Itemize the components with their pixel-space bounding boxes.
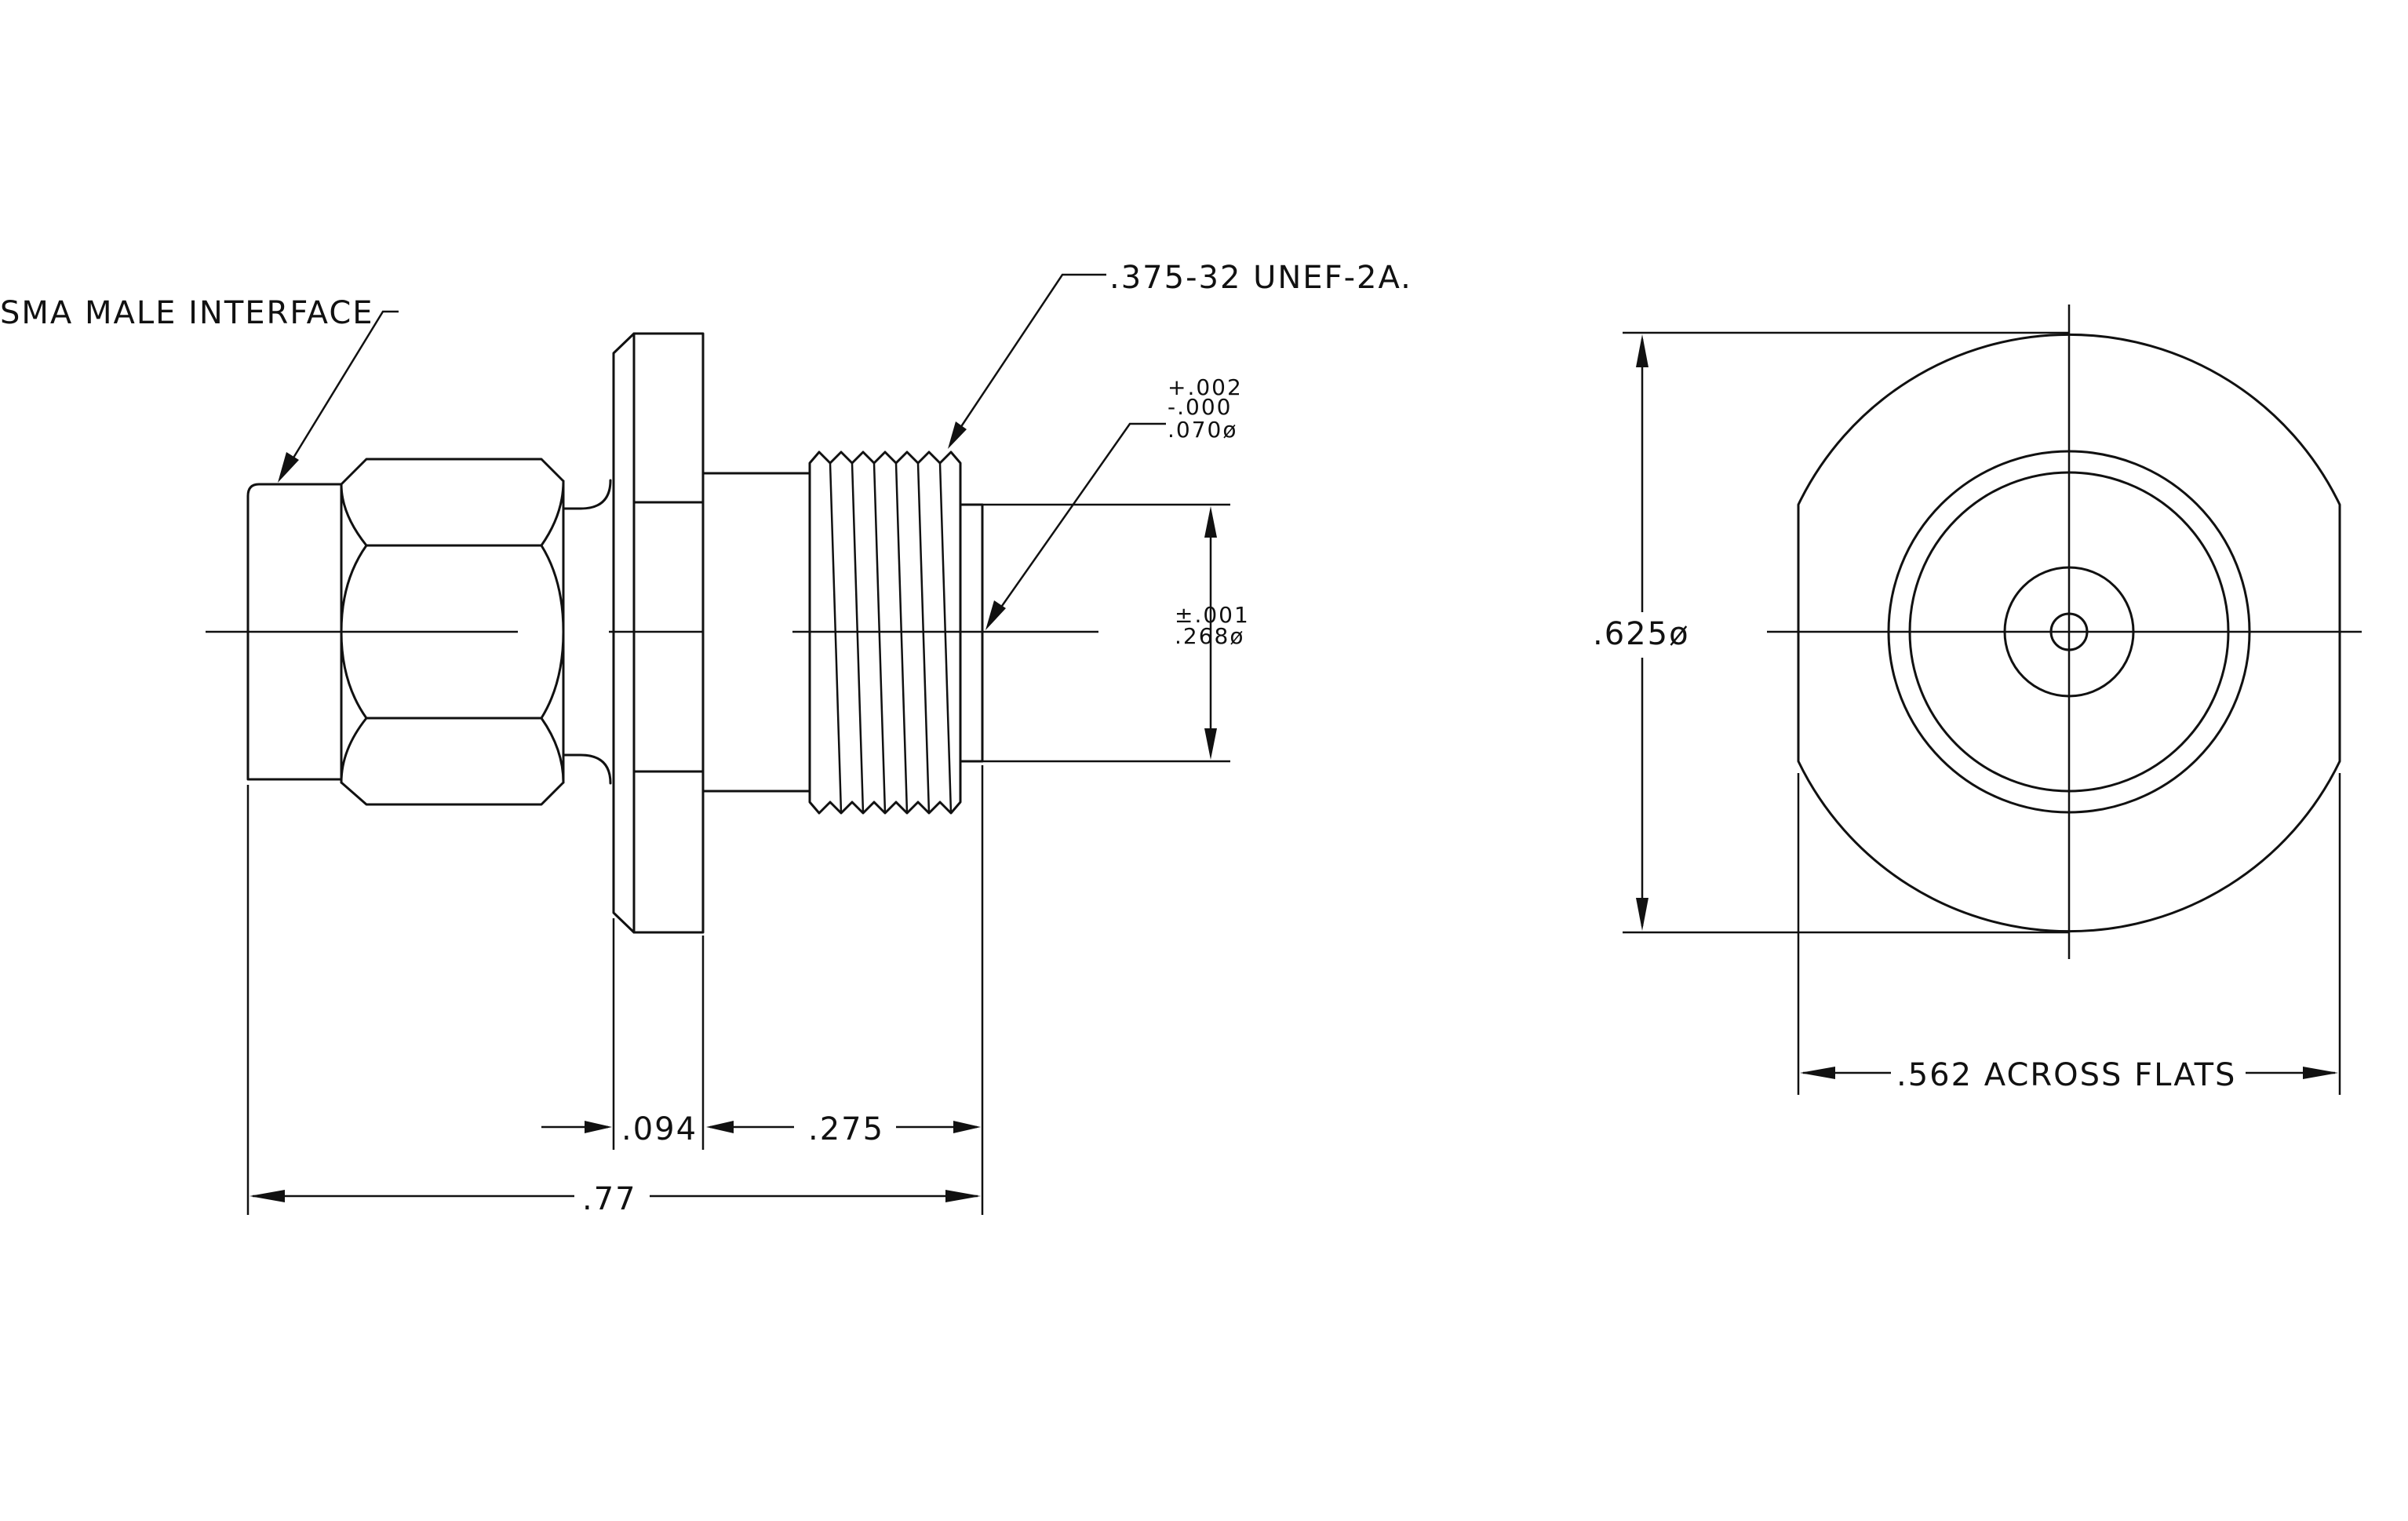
label-hole-tol-plus: +.002 [1168,374,1243,400]
label-hole-dia: .070ø [1168,417,1237,443]
dim-flange-dia [1623,331,2069,934]
label-dim-flange-dia: .625ø [1593,616,1690,652]
label-body-dia: .268ø [1175,623,1244,649]
label-body-tol: ±.001 [1175,602,1250,628]
label-thread-spec: .375-32 UNEF-2A. [1109,260,1412,296]
label-dim-flats: .562 ACROSS FLATS [1896,1057,2236,1093]
label-sma-interface: SMA MALE INTERFACE [0,295,374,331]
end-view [1623,305,2362,1095]
dim-across-flats [1797,773,2341,1095]
leader-hole [985,422,1166,630]
leader-sma-interface [278,310,399,483]
dielectric-circle [2003,566,2135,698]
body-outer-circle [1887,450,2251,814]
sma-interface-tip [246,483,343,781]
label-dim-overall: .77 [582,1181,637,1217]
dim-thread-length [706,1121,981,1133]
rear-shoulder [959,503,984,763]
body-cylinder [701,472,811,793]
side-view [206,273,1230,1215]
body-inner-circle [1908,471,2230,793]
dim-overall-length [250,1190,981,1202]
center-pin-circle [2049,612,2089,651]
end-view-centerlines [1767,305,2362,959]
nut-neck [562,479,612,785]
leader-thread [948,273,1106,449]
threaded-section [808,450,962,815]
hex-coupling-nut [340,458,565,806]
label-hole-tol-minus: -.000 [1168,394,1232,420]
flange-outline [1797,333,2341,933]
label-dim-thread: .275 [808,1111,884,1147]
flange [612,332,705,934]
dim-flange-thickness [541,1121,612,1133]
label-dim-flange: .094 [621,1111,698,1147]
